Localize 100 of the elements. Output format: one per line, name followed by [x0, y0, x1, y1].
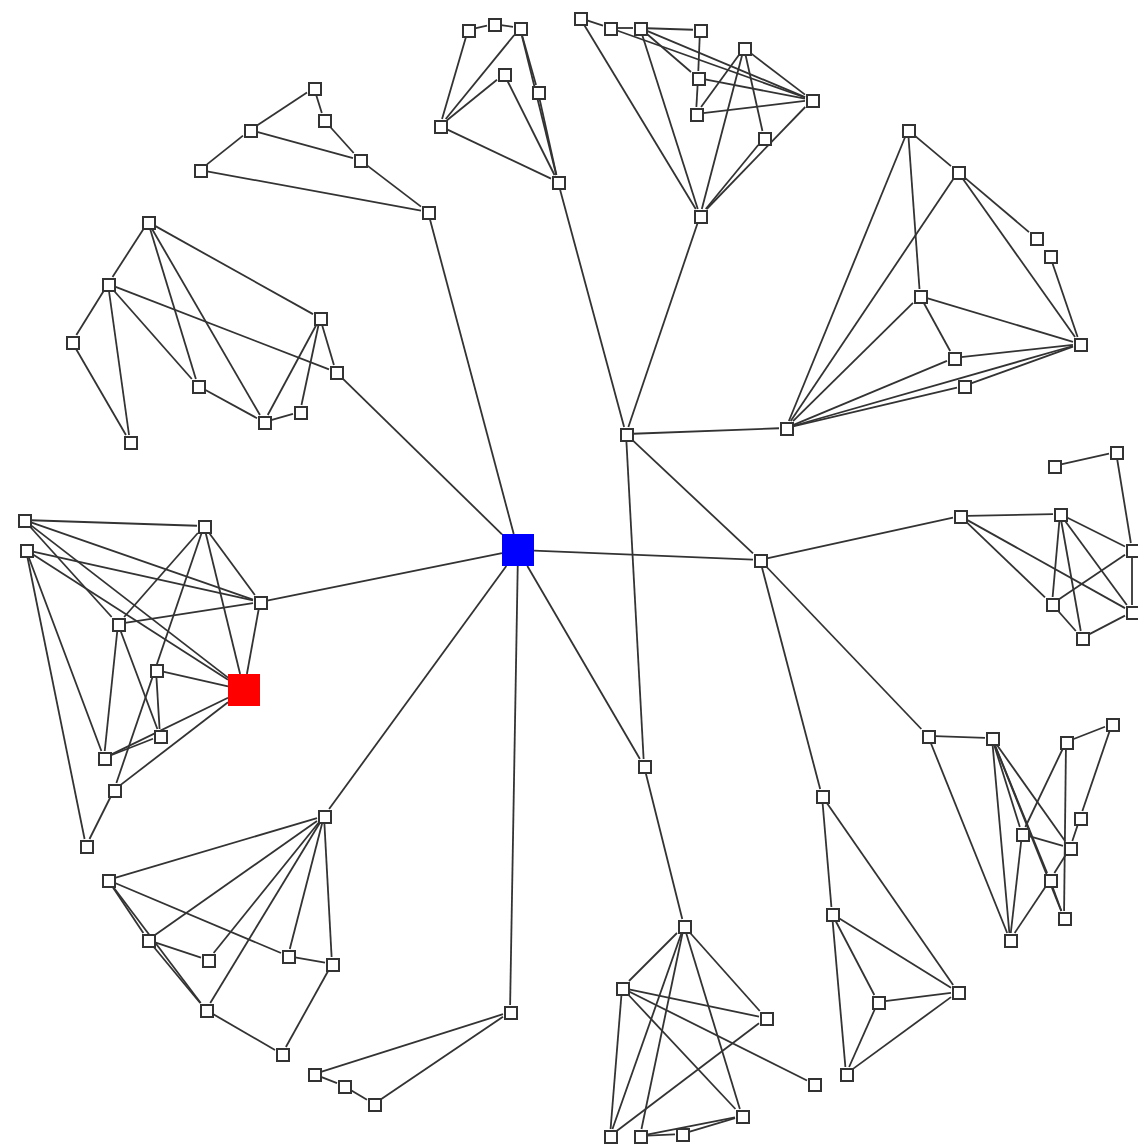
connector-line	[1051, 262, 1079, 338]
connector-line	[1081, 730, 1111, 812]
connector-line	[446, 128, 552, 180]
node-square	[503, 1005, 517, 1019]
connector-line	[26, 556, 86, 840]
connector-line	[628, 990, 808, 1082]
connector-line	[929, 742, 1009, 934]
connector-line	[428, 218, 515, 535]
connector-line	[792, 360, 948, 426]
connector-line	[108, 290, 130, 436]
connector-line	[685, 932, 741, 1110]
connector-line	[320, 1075, 338, 1085]
node-square	[281, 949, 295, 963]
connector-line	[627, 994, 737, 1110]
connector-line	[115, 532, 203, 784]
connector-line	[151, 228, 261, 416]
node-square	[275, 1047, 289, 1061]
connector-line	[208, 532, 256, 596]
connector-line	[1063, 748, 1067, 912]
connector-line	[559, 188, 625, 428]
connector-line	[884, 992, 952, 1003]
node-square	[353, 153, 367, 167]
node-square	[807, 1077, 821, 1091]
connector-line	[834, 920, 876, 996]
node-square	[317, 113, 331, 127]
node-square	[1043, 249, 1057, 263]
connector-line	[30, 519, 198, 527]
node-square	[101, 277, 115, 291]
connector-line	[111, 886, 145, 934]
node-square	[779, 421, 793, 435]
connector-line	[744, 54, 764, 132]
node-square	[531, 85, 545, 99]
node-square	[753, 553, 767, 567]
node-square	[1045, 597, 1059, 611]
node-square	[1109, 445, 1123, 459]
node-square	[325, 957, 339, 971]
connector-line	[1053, 854, 1067, 874]
connector-line	[695, 84, 699, 108]
connector-line	[446, 78, 498, 122]
connector-line	[441, 36, 467, 120]
connector-line	[110, 696, 229, 756]
connector-line	[500, 24, 514, 28]
node-square	[947, 351, 961, 365]
connector-line	[75, 290, 105, 336]
connector-line	[212, 1013, 276, 1051]
connector-line	[1057, 610, 1077, 632]
connector-line	[300, 324, 320, 406]
connector-line	[154, 941, 202, 959]
connector-line	[88, 796, 112, 840]
connector-line	[697, 36, 701, 72]
connector-line	[914, 135, 952, 167]
node-square	[735, 1109, 749, 1123]
connector-line	[702, 99, 806, 115]
connector-line	[628, 932, 678, 982]
node-square	[337, 1079, 351, 1093]
node-square	[825, 907, 839, 921]
node-square	[497, 67, 511, 81]
node-square	[913, 289, 927, 303]
connector-line	[285, 970, 329, 1048]
highlighted-node-square	[502, 534, 534, 566]
node-square	[123, 435, 137, 449]
connector-line	[1028, 835, 1064, 847]
connector-line	[32, 553, 229, 681]
connector-line	[209, 822, 321, 1004]
connector-line	[27, 556, 103, 752]
connector-line	[789, 178, 955, 422]
connector-line	[838, 917, 952, 989]
connector-line	[962, 178, 1076, 338]
connector-line	[966, 519, 1126, 609]
node-square	[201, 953, 215, 967]
connector-line	[689, 932, 761, 1012]
node-square	[513, 21, 527, 35]
connector-line	[152, 946, 202, 1004]
connector-line	[110, 737, 154, 757]
connector-line	[583, 24, 697, 210]
node-square	[1059, 735, 1073, 749]
connector-line	[993, 744, 1063, 912]
connector-line	[1009, 840, 1023, 934]
connector-line	[520, 34, 558, 176]
connector-line	[30, 524, 229, 679]
connector-line	[206, 134, 244, 166]
connector-line	[154, 820, 318, 936]
connector-line	[538, 98, 558, 176]
connector-line	[124, 602, 254, 624]
connector-line	[315, 94, 323, 114]
node-square	[461, 23, 475, 37]
connector-line	[1024, 748, 1064, 828]
node-square	[815, 789, 829, 803]
node-square	[317, 809, 331, 823]
connector-line	[103, 630, 119, 752]
connector-line	[641, 34, 699, 210]
connector-line	[700, 54, 740, 108]
node-square	[985, 731, 999, 745]
node-square	[603, 1129, 617, 1143]
connector-line	[149, 228, 197, 380]
connector-line	[266, 324, 318, 416]
connector-line	[821, 802, 833, 908]
connector-line	[966, 521, 1046, 599]
connector-line	[993, 744, 1021, 828]
connector-line	[1088, 614, 1126, 636]
